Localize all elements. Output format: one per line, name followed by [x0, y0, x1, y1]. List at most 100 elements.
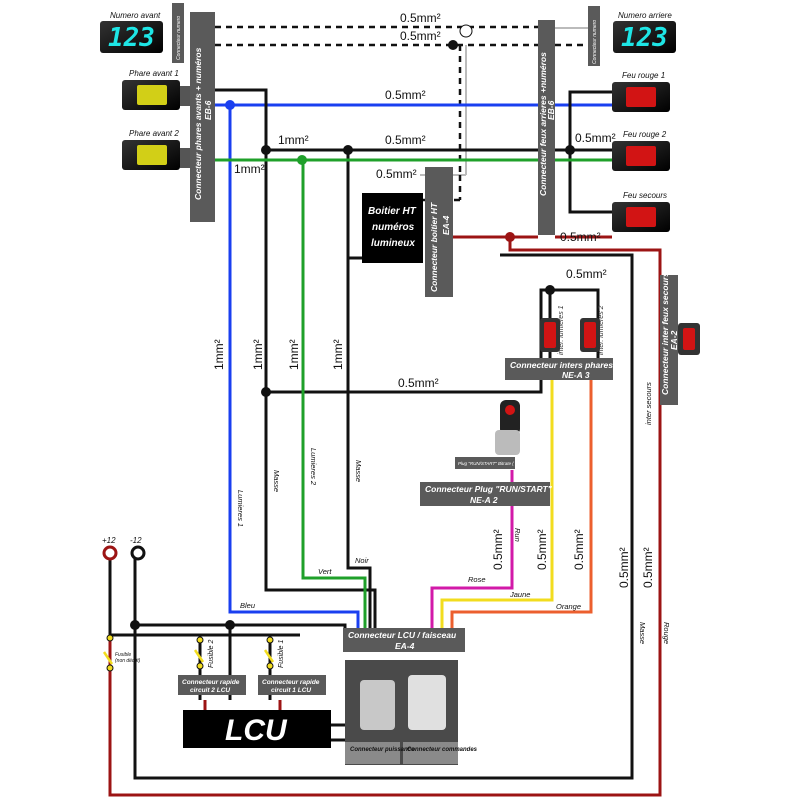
connector-inter-feux-secours: Connecteur inter feux secours EA-2	[660, 272, 679, 405]
section-label-1mm-top: 1mm²	[278, 133, 309, 147]
label-numero-avant: Numero avant	[110, 11, 161, 20]
taillight-1-icon	[626, 87, 656, 107]
section-label-rear: 0.5mm²	[575, 131, 616, 145]
wire-name-run: Run	[513, 528, 522, 542]
terminal-minus12: -12	[130, 536, 146, 561]
plate-digits-front: 123	[108, 23, 155, 53]
svg-text:Connecteur inter feux secours: Connecteur inter feux secours	[660, 272, 670, 395]
label-phare-avant-1: Phare avant 1	[129, 69, 179, 78]
headlight-2-icon	[137, 145, 167, 165]
wire-name-lumieres2: Lumieres 2	[309, 448, 318, 486]
svg-text:Connecteur rapide: Connecteur rapide	[262, 679, 320, 686]
section-label-masse-h: 0.5mm²	[398, 376, 439, 390]
wire-name-vert: Vert	[318, 567, 332, 576]
label-feu-rouge-2: Feu rouge 2	[623, 130, 667, 139]
secours-switch-toggle[interactable]	[683, 328, 695, 350]
section-label-1mm-left: 1mm²	[234, 162, 265, 176]
connector-rapide-2: Connecteur rapide circuit 2 LCU	[178, 675, 246, 695]
svg-text:Plug "RUN/START" Bitrate ( en: Plug "RUN/START" Bitrate ( en option)	[458, 461, 536, 466]
svg-text:Connecteur LCU / faisceau: Connecteur LCU / faisceau	[348, 630, 457, 640]
magenta-wire	[430, 470, 514, 628]
fuse-main: Fusible (non décrit)	[102, 634, 141, 672]
svg-text:EA-4: EA-4	[395, 641, 415, 651]
plug-note: Plug "RUN/START" Bitrate ( en option)	[455, 457, 536, 469]
fuse-1: Fusible 1	[263, 636, 285, 670]
connector-eb6-rear: Connecteur feux arrieres +numéros EB-6	[538, 20, 556, 235]
label-inter-secours: inter secours	[644, 382, 653, 425]
open-junction	[459, 24, 473, 38]
svg-text:Connecteur phares avants + num: Connecteur phares avants + numéros	[193, 47, 203, 200]
section-label-blue: 0.5mm²	[385, 88, 426, 102]
connector-run-start: Connecteur Plug "RUN/START" NE-A 2	[420, 482, 553, 506]
svg-text:+12: +12	[102, 536, 116, 545]
svg-text:EA-2: EA-2	[669, 330, 679, 350]
svg-text:NE-A 2: NE-A 2	[470, 495, 498, 505]
wire-name-lumieres1: Lumieres 1	[236, 490, 245, 527]
svg-text:EA-4: EA-4	[441, 215, 451, 235]
section-label-run: 0.5mm²	[491, 529, 505, 570]
lcu-box: LCU	[183, 710, 331, 748]
svg-text:Connecteur numero: Connecteur numero	[176, 16, 182, 60]
svg-text:Connecteur rapide: Connecteur rapide	[182, 679, 240, 686]
label-inter-2: inter. lumieres 2	[598, 305, 605, 355]
label-feu-secours: Feu secours	[623, 191, 667, 200]
svg-text:LCU: LCU	[225, 714, 288, 747]
svg-text:EB-6: EB-6	[203, 100, 213, 120]
svg-text:Fusible: Fusible	[115, 652, 131, 658]
svg-text:Fusible 2: Fusible 2	[208, 639, 215, 668]
terminal-plus12: +12	[102, 536, 118, 561]
blue-wire	[190, 103, 612, 628]
label-inter-1: inter. lumieres 1	[558, 305, 565, 355]
fuse-2: Fusible 2	[193, 636, 215, 670]
svg-text:EB-6: EB-6	[546, 100, 556, 120]
section-label-jaune: 0.5mm²	[535, 529, 549, 570]
svg-text:(non décrit): (non décrit)	[115, 658, 141, 664]
section-label-vert-2: 1mm²	[251, 339, 265, 370]
connector-eb6-front: Connecteur phares avants + numéros EB-6	[190, 12, 215, 222]
wire-name-rouge: Rouge	[662, 622, 671, 644]
wire-name-bleu: Bleu	[240, 601, 256, 610]
taillight-2-icon	[626, 146, 656, 166]
svg-text:Connecteur boitier HT: Connecteur boitier HT	[429, 202, 439, 292]
inter-switch-1[interactable]	[540, 318, 560, 352]
connector-eb5-rear: Connecteur numero	[588, 6, 600, 66]
wire-name-noir: Noir	[355, 556, 369, 565]
boitier-ht-box: Boitier HT numéros lumineux	[362, 193, 423, 263]
svg-text:numéros: numéros	[372, 222, 415, 233]
inter-switch-2[interactable]	[580, 318, 600, 352]
section-label-vert-3: 1mm²	[287, 339, 301, 370]
section-label-top: 0.5mm²	[400, 11, 441, 25]
lcu-connectors-photo: Connecteur puissance Connecteur commande…	[345, 660, 478, 765]
connector-boitier-ht: Connecteur boitier HT EA-4	[425, 167, 453, 297]
junction-dots	[130, 40, 575, 630]
label-numero-arriere: Numero arriere	[618, 11, 672, 20]
section-label-red: 0.5mm²	[560, 230, 601, 244]
section-label-inters: 0.5mm²	[566, 267, 607, 281]
wire-name-rose: Rose	[468, 575, 486, 584]
section-label-boitier: 0.5mm²	[376, 167, 417, 181]
wire-name-masse-3: Masse	[638, 622, 647, 644]
yellow-wire	[440, 380, 554, 628]
connector-eb5-front: Connecteur numero	[172, 3, 184, 63]
connector-lcu-faisceau: Connecteur LCU / faisceau EA-4	[343, 628, 465, 652]
run-start-plug[interactable]	[495, 400, 520, 455]
wire-name-masse-1: Masse	[272, 470, 281, 492]
connector-rapide-1: Connecteur rapide circuit 1 LCU	[258, 675, 326, 695]
wire-name-jaune: Jaune	[509, 590, 530, 599]
section-label-vert-4: 1mm²	[331, 339, 345, 370]
section-label-rouge-v: 0.5mm²	[641, 547, 655, 588]
section-label-masse-v: 0.5mm²	[617, 547, 631, 588]
svg-text:circuit 1 LCU: circuit 1 LCU	[271, 687, 311, 694]
svg-text:Connecteur commandes: Connecteur commandes	[407, 747, 478, 753]
wire-name-orange: Orange	[556, 602, 581, 611]
section-label-numero: 0.5mm²	[400, 29, 441, 43]
section-label-vert-1: 1mm²	[212, 339, 226, 370]
svg-text:Connecteur feux arrieres +numé: Connecteur feux arrieres +numéros	[538, 52, 548, 196]
label-feu-rouge-1: Feu rouge 1	[622, 71, 665, 80]
orange-wire	[450, 380, 593, 628]
svg-text:Connecteur puissance: Connecteur puissance	[350, 747, 415, 753]
svg-text:Fusible 1: Fusible 1	[278, 639, 285, 668]
plate-display-front	[100, 21, 163, 53]
headlight-1-icon	[137, 85, 167, 105]
